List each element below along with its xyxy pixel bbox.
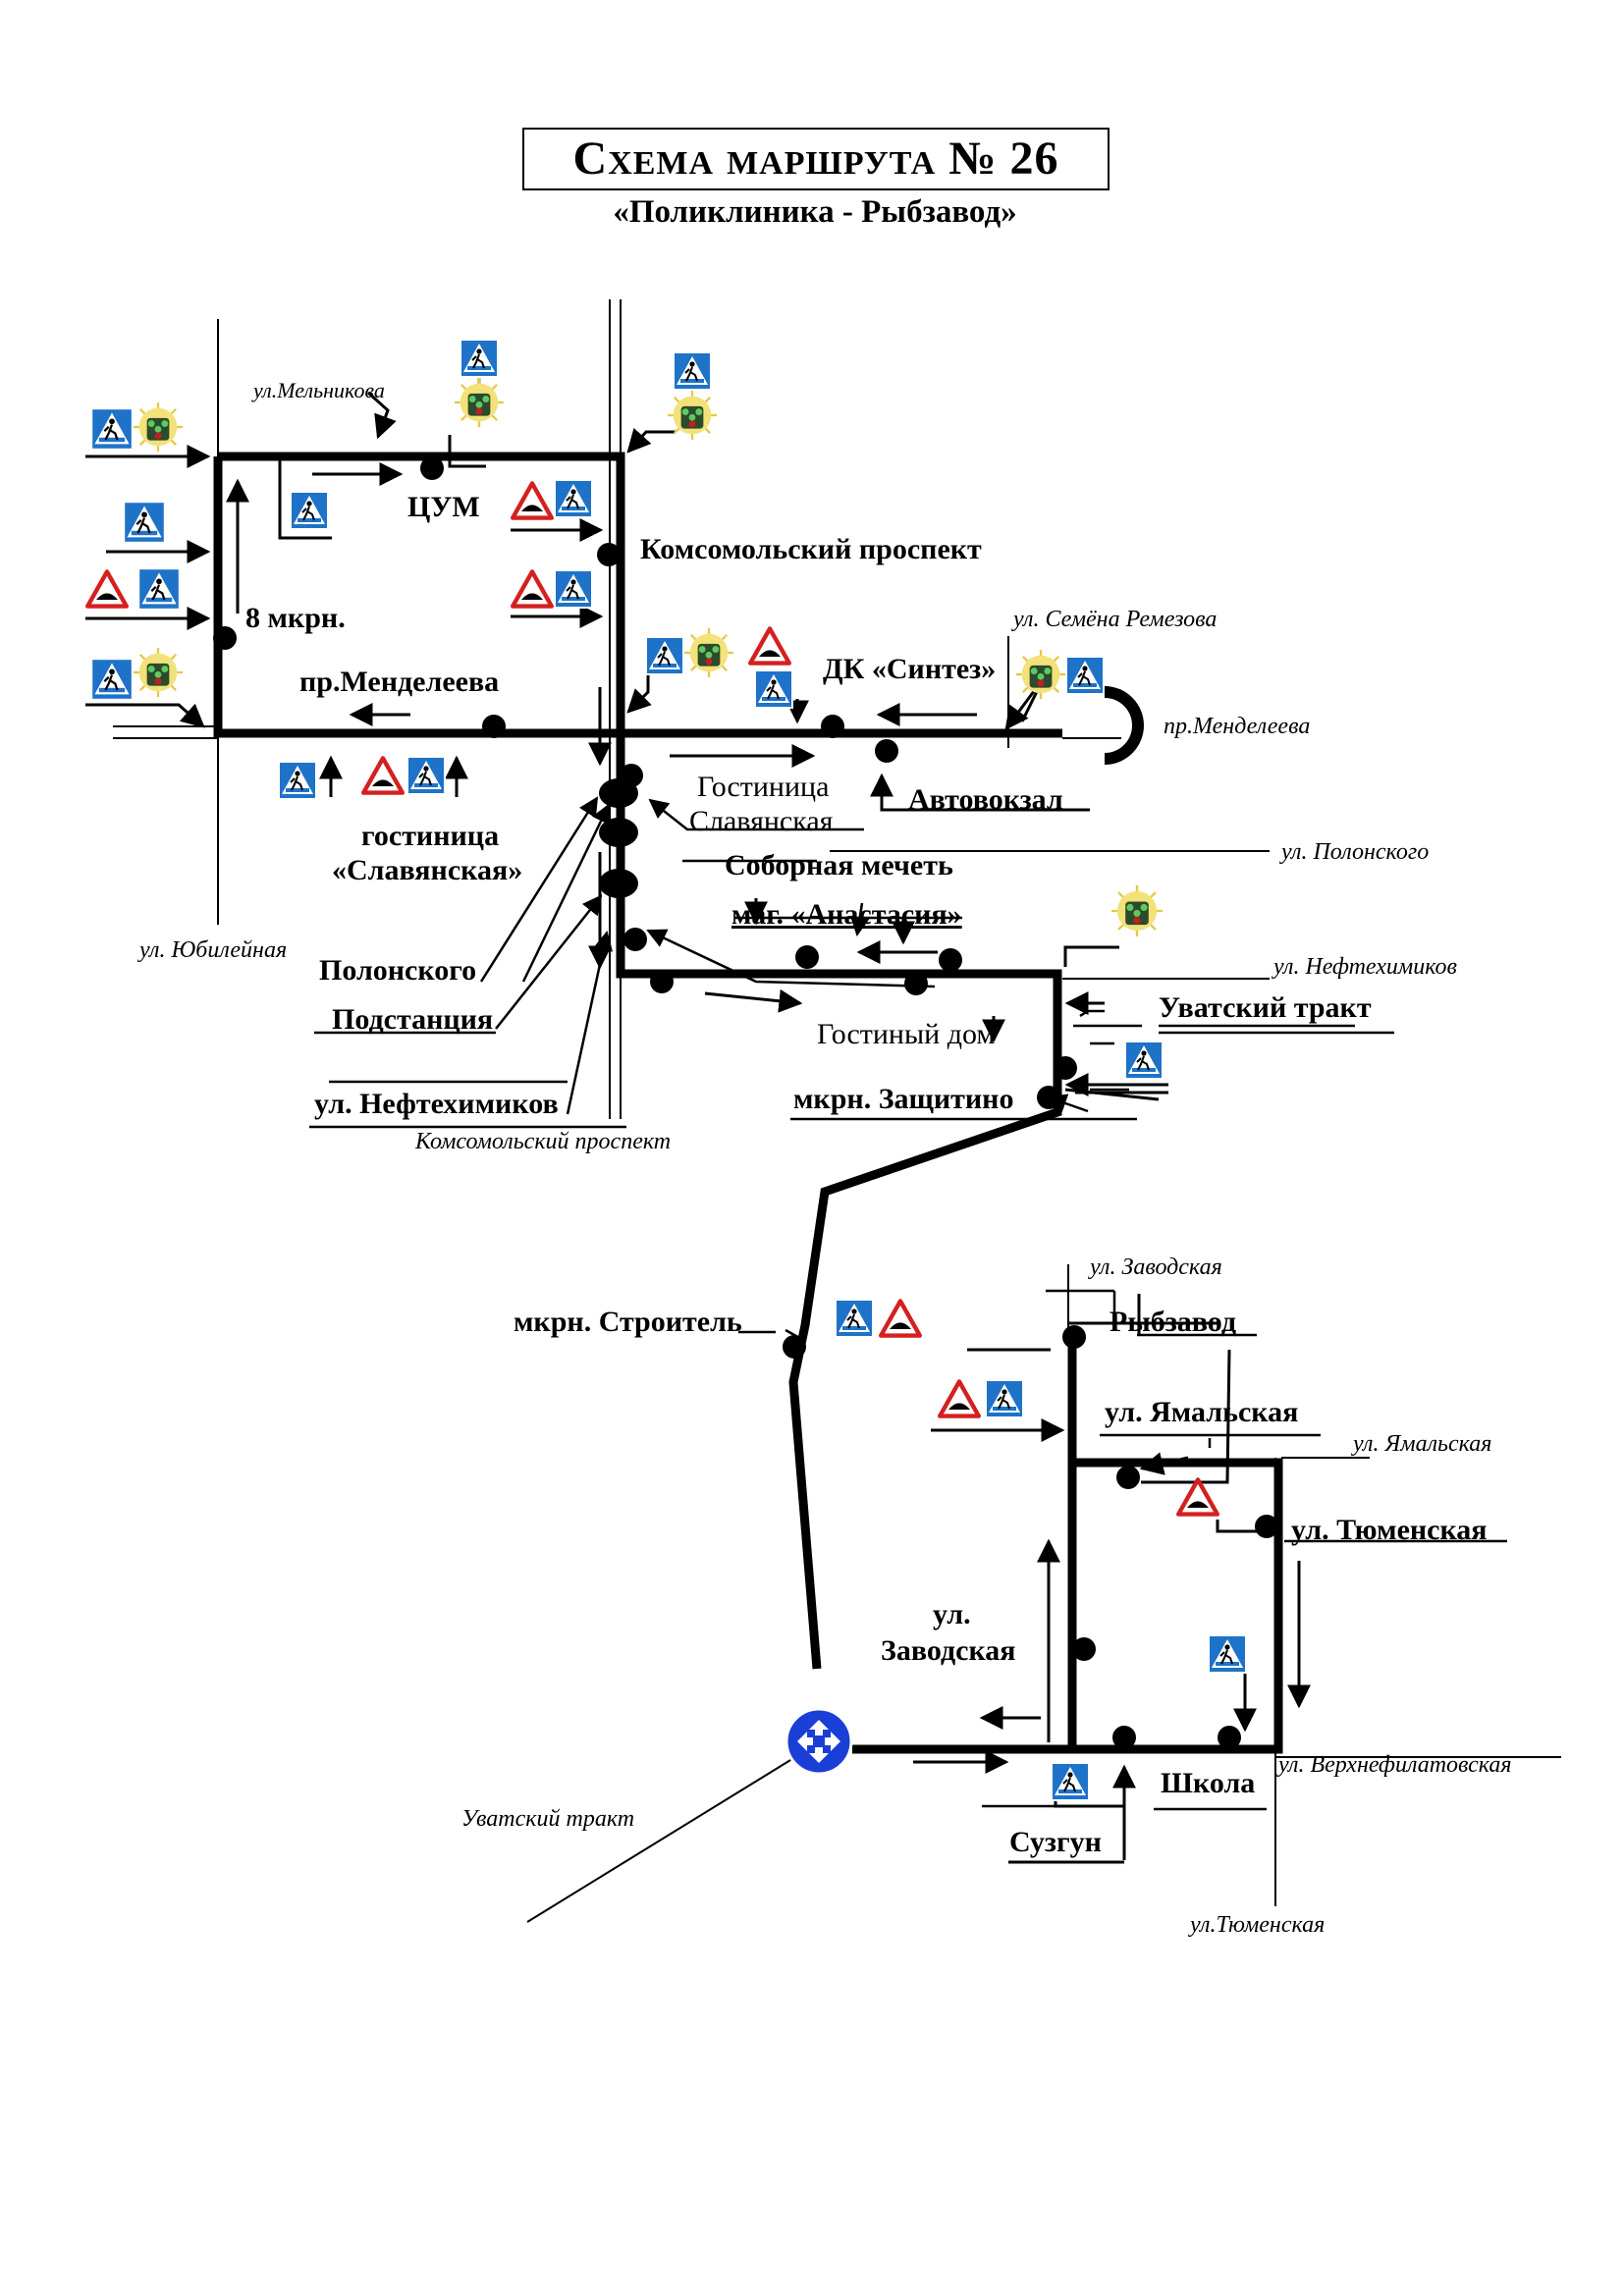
street-label-komsomolsky: Комсомольский проспект <box>415 1129 672 1154</box>
street-label-tyumenskaya: ул.Тюменская <box>1190 1912 1326 1938</box>
street-label-zavodskaya: ул. Заводская <box>1090 1255 1222 1280</box>
route-stops <box>213 456 1278 1749</box>
stop-label-uvatsky: Уватский тракт <box>1159 991 1372 1024</box>
stop-label-8mkr: 8 мкрн. <box>245 602 346 634</box>
stop-label-rybzavod: Рыбзавод <box>1110 1306 1237 1338</box>
street-label-semena-remezova: ул. Семёна Ремезова <box>1013 607 1218 632</box>
street-label-neftehimikov: ул. Нефтехимиков <box>1273 954 1457 980</box>
stop-label-komsomolsky: Комсомольский проспект <box>640 533 982 565</box>
street-label-yamalskaya: ул. Ямальская <box>1353 1431 1492 1457</box>
street-label-uvatsky: Уватский тракт <box>461 1806 635 1832</box>
stop-label-gostiny-dom: Гостиный дом <box>817 1018 996 1050</box>
stop-label-podstantsiya: Подстанция <box>332 1003 494 1036</box>
street-label-polonskogo: ул. Полонского <box>1281 839 1430 865</box>
stop-label-neftehimikov: ул. Нефтехимиков <box>314 1088 559 1120</box>
stop-label-gostinitsa-slav-right-2: Славянская <box>689 805 834 837</box>
stop-label-yamalskaya: ул. Ямальская <box>1105 1396 1299 1428</box>
roundabout-sign <box>785 1707 853 1776</box>
stop-label-suzgun: Сузгун <box>1009 1826 1102 1858</box>
street-label-mendeleeva: пр.Менделеева <box>1164 714 1311 739</box>
stop-label-zashchitino: мкрн. Защитино <box>793 1083 1014 1115</box>
street-label-verhnefilatovskaya: ул. Верхнефилатовская <box>1278 1752 1512 1778</box>
stop-label-gostinitsa-slav-right-1: Гостиница <box>697 771 830 803</box>
stop-label-stroitel: мкрн. Строитель <box>514 1306 742 1338</box>
map-subtitle: «Поликлиника - Рыбзавод» <box>613 194 1017 230</box>
stop-label-avtovokzal: Автовокзал <box>908 783 1063 816</box>
stop-label-pr-mendeleeva: пр.Менделеева <box>299 666 500 698</box>
stop-label-dk-sintez: ДК «Синтез» <box>823 653 997 685</box>
stop-label-shkola: Школа <box>1161 1767 1256 1799</box>
stop-label-zavodskaya-1: ул. <box>933 1598 971 1630</box>
stop-label-tsum: ЦУМ <box>407 491 480 523</box>
street-label-yubileynaya: ул. Юбилейная <box>139 937 288 963</box>
stop-label-anastasia: маг. «Анастасия» <box>731 898 962 931</box>
street-label-melnikova: ул.Мельникова <box>253 378 385 402</box>
label-leaders <box>309 371 1507 1811</box>
stop-label-polonskogo: Полонского <box>319 954 477 987</box>
stop-label-zavodskaya-2: Заводская <box>881 1634 1016 1667</box>
stop-label-gostinitsa-slav-left-1: гостиница <box>361 820 500 852</box>
stop-label-gostinitsa-slav-left-2: «Славянская» <box>332 854 523 886</box>
stop-label-sobornaya: Соборная мечеть <box>725 849 953 881</box>
stop-label-tyumenskaya: ул. Тюменская <box>1291 1514 1488 1546</box>
map-title: Схема маршрута № 26 <box>522 128 1110 190</box>
